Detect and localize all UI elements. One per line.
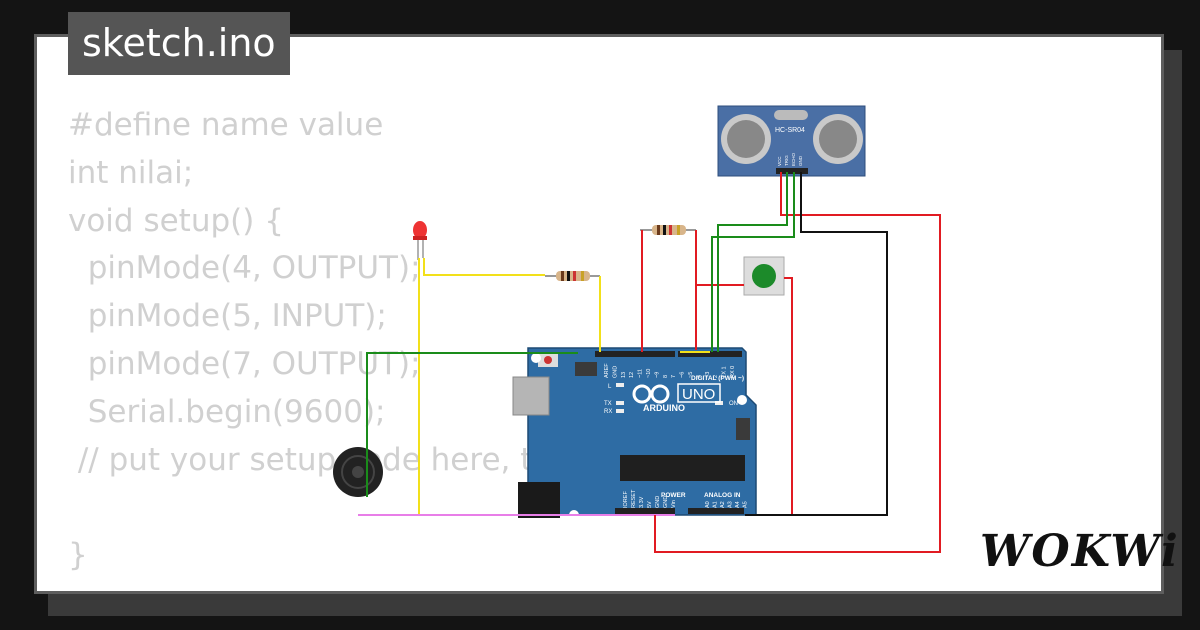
pin-label: Vin bbox=[671, 500, 677, 508]
mount-hole bbox=[737, 395, 747, 405]
icsp-header-2 bbox=[736, 418, 750, 440]
pin-label: GND bbox=[612, 366, 618, 378]
pin-label: GND bbox=[798, 155, 803, 166]
pin-label: A2 bbox=[720, 501, 726, 508]
pin-label: TRIG bbox=[784, 155, 789, 166]
push-button[interactable] bbox=[743, 256, 785, 296]
on-label: ON bbox=[729, 401, 738, 407]
pin-label: A1 bbox=[713, 501, 719, 508]
usb-port bbox=[512, 376, 550, 416]
pin-label: 13 bbox=[621, 372, 627, 378]
pin-label: 3.3V bbox=[639, 496, 645, 508]
pin-label: 4 bbox=[696, 375, 702, 378]
red-led bbox=[413, 221, 427, 260]
digital-label: DIGITAL (PWM ~) bbox=[691, 375, 744, 382]
pin-label: IOREF bbox=[623, 491, 629, 508]
arduino-uno-board[interactable]: ARDUINO UNO DIGITAL (PWM ~) POWER ANALOG… bbox=[512, 347, 757, 520]
uno-model-text: UNO bbox=[682, 386, 715, 403]
power-label: POWER bbox=[661, 492, 686, 499]
pin-label: 5V bbox=[647, 501, 653, 508]
arduino-infinity-logo bbox=[632, 384, 670, 404]
pin-label: GND bbox=[655, 496, 661, 508]
code-line: pinMode(7, OUTPUT); bbox=[68, 345, 421, 382]
l-label: L bbox=[608, 384, 612, 390]
led-on bbox=[715, 401, 723, 405]
pin-label: AREF bbox=[604, 363, 610, 378]
led-rx bbox=[616, 409, 624, 413]
resistor-1 bbox=[640, 225, 696, 235]
led-tx bbox=[616, 401, 624, 405]
mount-hole bbox=[531, 353, 541, 363]
pin-label: ~9 bbox=[654, 372, 660, 378]
pin-label: 2 bbox=[713, 375, 719, 378]
pin-label: A3 bbox=[728, 501, 734, 508]
resistor-2 bbox=[545, 271, 600, 281]
pin-label: TX 1 bbox=[722, 366, 728, 378]
header-analog bbox=[688, 508, 744, 514]
pin-label: RX 0 bbox=[730, 366, 736, 378]
power-jack bbox=[518, 482, 560, 518]
tx-label: TX bbox=[604, 401, 612, 407]
code-line: pinMode(5, INPUT); bbox=[68, 298, 387, 335]
pin-label: ~10 bbox=[646, 369, 652, 378]
sensor-label: HC-SR04 bbox=[775, 127, 805, 134]
header-top-left bbox=[595, 351, 675, 357]
pin-label: ECHO bbox=[791, 152, 796, 166]
pin-label: 7 bbox=[671, 375, 677, 378]
code-line: int nilai; bbox=[68, 154, 194, 191]
pin-label: 8 bbox=[663, 375, 669, 378]
sketch-title[interactable]: sketch.ino bbox=[68, 12, 290, 75]
pin-label: VCC bbox=[777, 156, 782, 166]
pin-label: RESET bbox=[631, 489, 637, 508]
pin-label: A5 bbox=[743, 501, 749, 508]
pin-label: A4 bbox=[735, 501, 741, 508]
pin-label: ~6 bbox=[680, 372, 686, 378]
atmega-chip bbox=[620, 455, 745, 481]
rx-label: RX bbox=[604, 409, 612, 415]
pin-label: ~5 bbox=[688, 372, 694, 378]
wires bbox=[358, 172, 941, 553]
buzzer bbox=[333, 447, 383, 497]
pin-label: A0 bbox=[705, 501, 711, 508]
header-power bbox=[615, 508, 675, 514]
arduino-brand-text: ARDUINO bbox=[643, 403, 685, 413]
code-line: #define name value bbox=[68, 107, 384, 143]
header-top-right bbox=[678, 351, 742, 357]
pin-label: 12 bbox=[629, 372, 635, 378]
code-line: Serial.begin(9600); bbox=[68, 393, 386, 430]
wokwi-logo: WOKWi bbox=[980, 526, 1180, 577]
icsp-header bbox=[575, 362, 597, 376]
code-line: void setup() { bbox=[68, 202, 284, 239]
pin-label: ~11 bbox=[638, 369, 644, 378]
pin-label: ~3 bbox=[705, 372, 711, 378]
led-l bbox=[616, 383, 624, 387]
pin-label: GND bbox=[663, 496, 669, 508]
analog-label: ANALOG IN bbox=[704, 492, 741, 499]
code-line: } bbox=[68, 537, 88, 574]
code-line: pinMode(4, OUTPUT); bbox=[68, 250, 421, 287]
